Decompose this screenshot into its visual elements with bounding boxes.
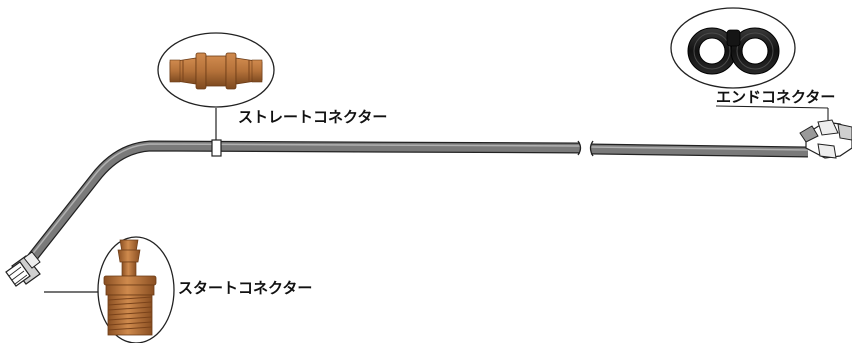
straight-connector-label: ストレートコネクター	[238, 108, 388, 126]
start-connector-fitting	[5, 251, 41, 287]
straight-connector-band	[211, 139, 222, 157]
straight-connector-callout	[157, 32, 275, 108]
end-connector-callout	[670, 7, 796, 89]
end-connector-photo	[687, 27, 780, 75]
drip-tube	[23, 140, 809, 267]
start-connector-label: スタートコネクター	[178, 279, 313, 297]
start-connector-callout	[97, 236, 175, 344]
end-connector-label: エンドコネクター	[716, 88, 836, 106]
start-connector-photo	[103, 239, 157, 336]
end-connector-leader-line	[715, 105, 829, 109]
tube-break-mark	[577, 140, 594, 157]
straight-connector-photo	[169, 52, 263, 90]
end-connector-fitting	[799, 119, 852, 159]
